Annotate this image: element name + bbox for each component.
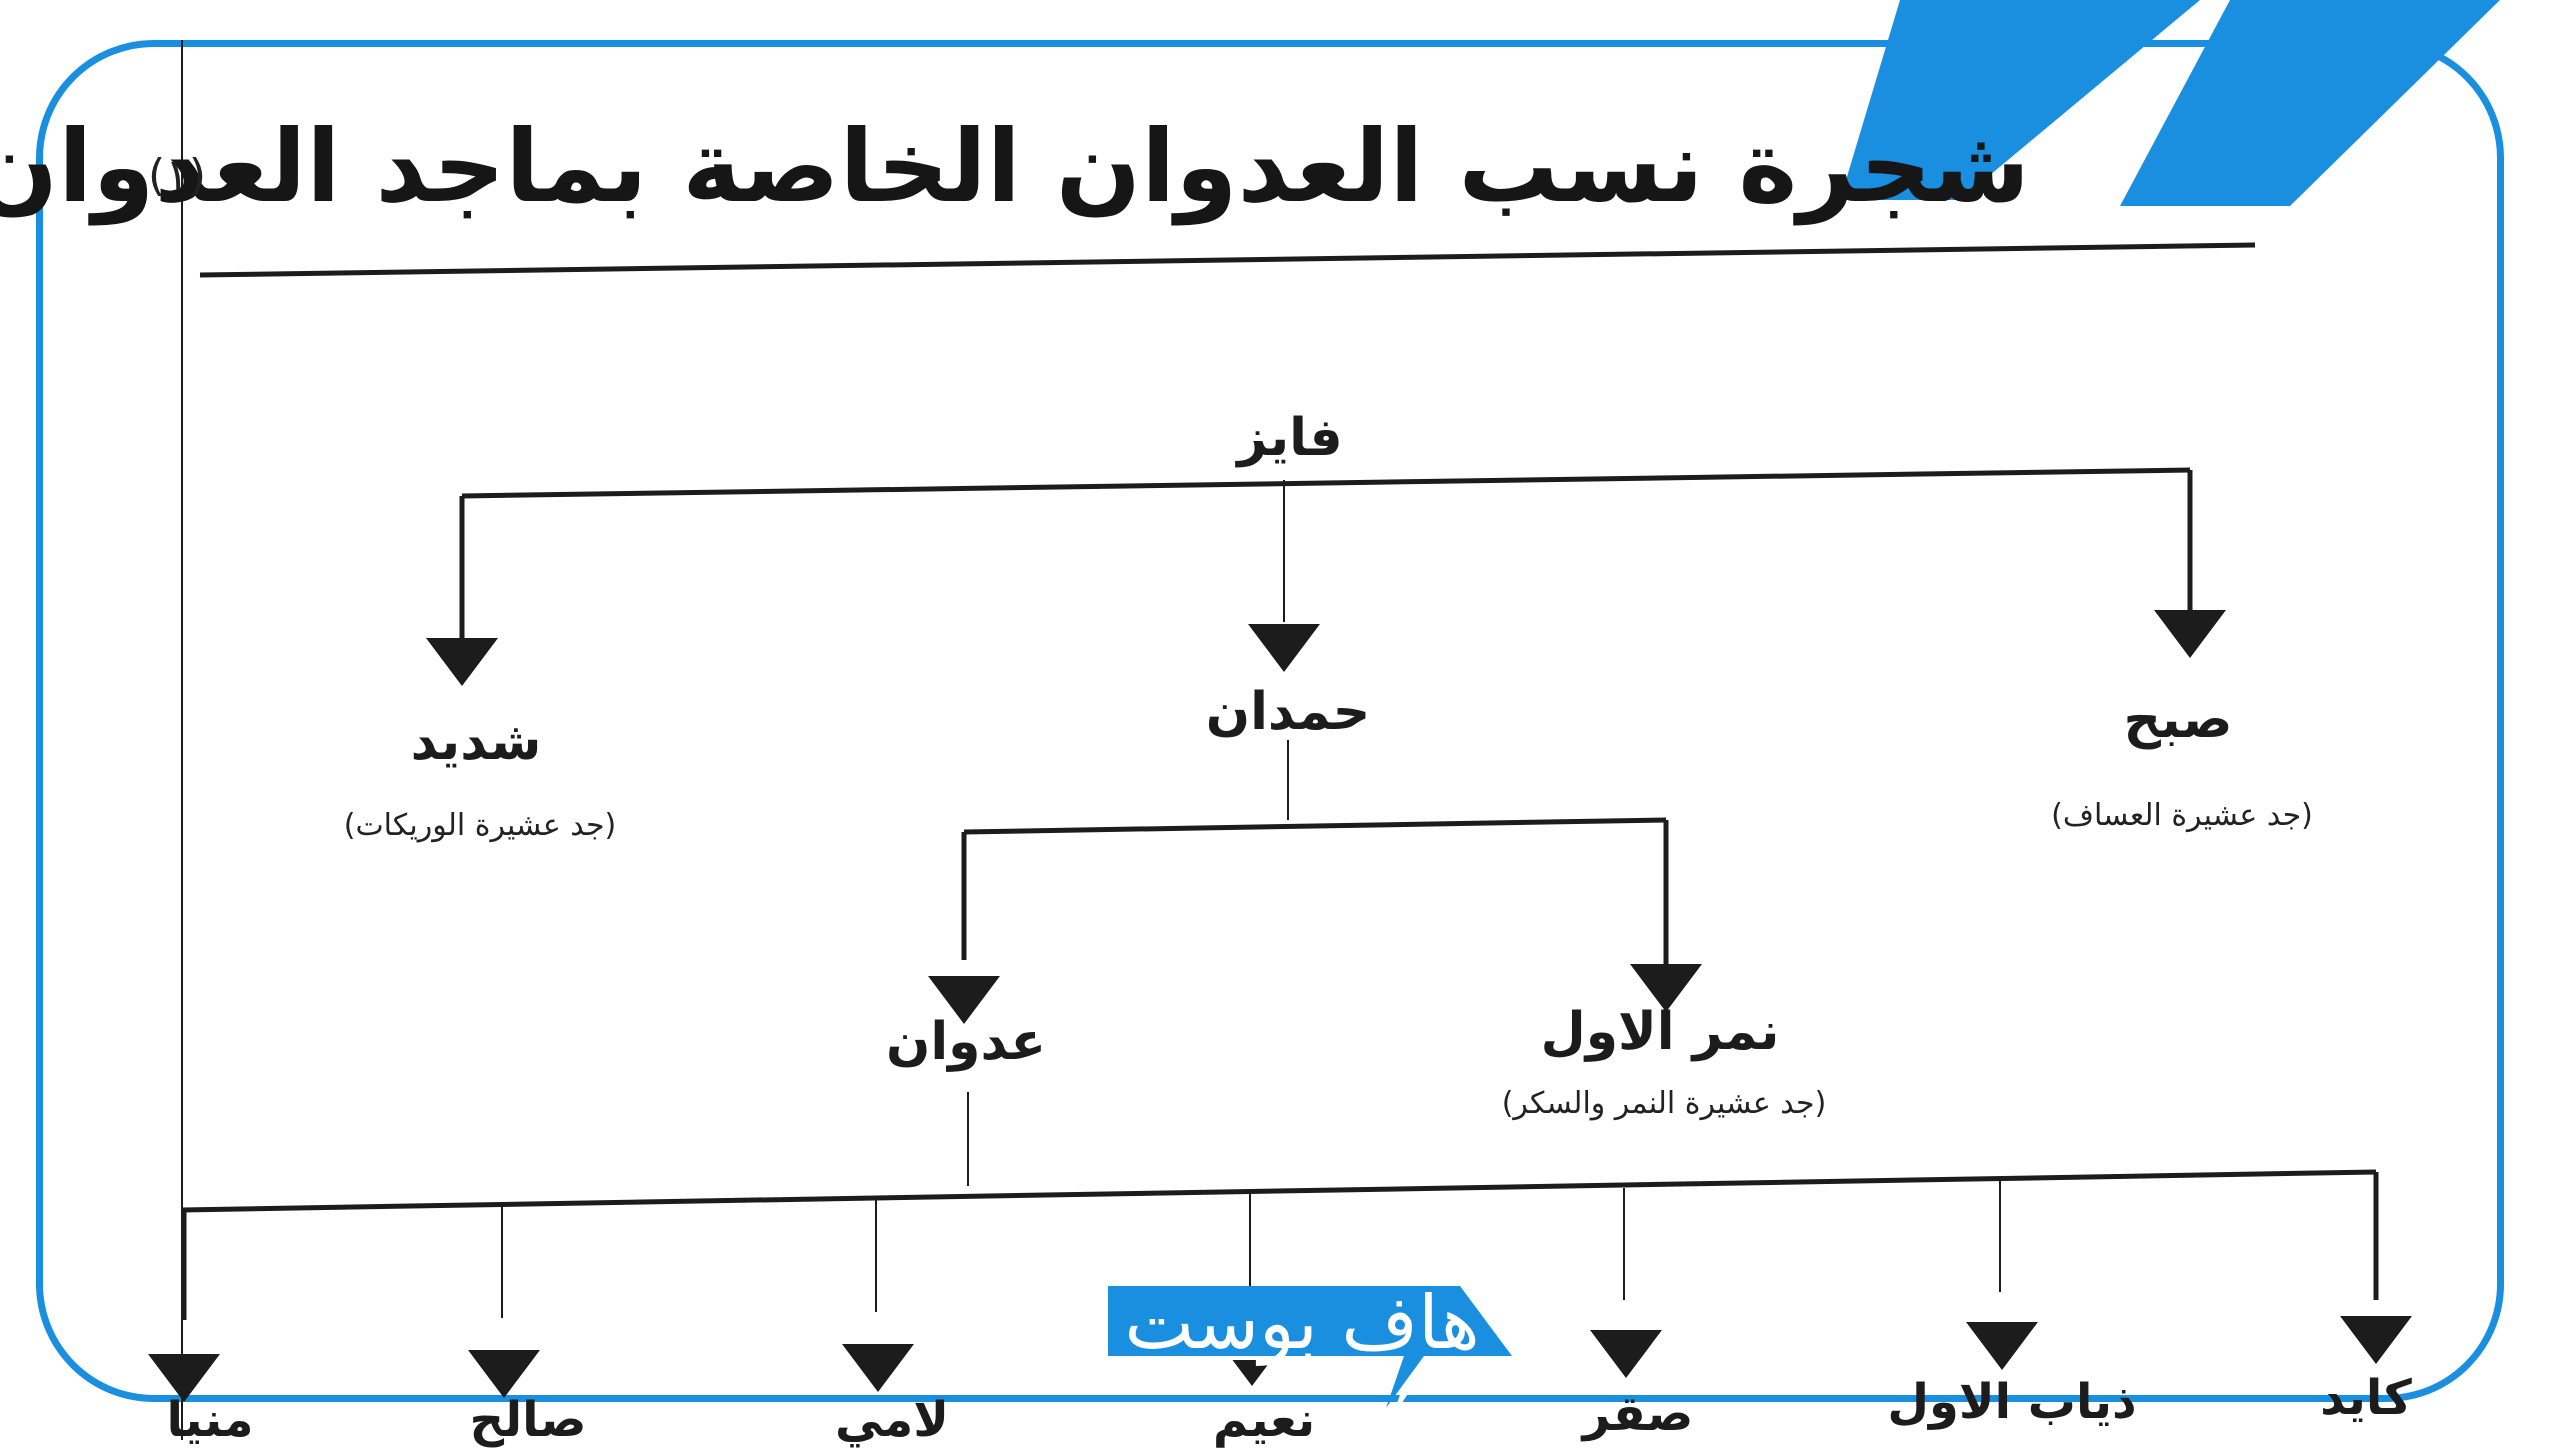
- arrow-level3-2: [468, 1350, 540, 1398]
- node-level3-5: صقر: [1582, 1386, 1694, 1442]
- arrow-level3-7: [2340, 1316, 2412, 1364]
- node-level3-4: نعيم: [1212, 1392, 1316, 1448]
- node-level3-2: صالح: [469, 1392, 587, 1448]
- arrow-level2-right: [1630, 964, 1702, 1012]
- node-level3-1: منيا: [166, 1392, 254, 1448]
- arrow-level1-right: [2154, 610, 2226, 658]
- site-logo-text: هاف بوست: [1124, 1280, 1480, 1366]
- node-level2-left: عدوان: [885, 1012, 1047, 1072]
- arrow-level3-6: [1966, 1322, 2038, 1370]
- arrow-level1-middle: [1248, 624, 1320, 672]
- node-level1-left-note: (جد عشيرة الوريكات): [343, 808, 617, 843]
- node-level1-middle: حمدان: [1205, 682, 1371, 742]
- corner-stripe-decoration: [2120, 0, 2500, 206]
- arrow-level3-3: [842, 1344, 914, 1392]
- arrow-level1-left: [426, 638, 498, 686]
- arrow-level3-5: [1590, 1330, 1662, 1378]
- blue-rounded-frame: [36, 40, 2504, 1402]
- node-level3-7: كايد: [2320, 1370, 2412, 1426]
- node-level1-left: شديد: [410, 712, 542, 772]
- node-level1-right: صبح: [2123, 690, 2233, 750]
- connector-level2-bar: [963, 817, 1667, 835]
- diagram-title: شجرة نسب العدوان الخاصة بماجد العدوان: [0, 108, 2030, 225]
- node-level1-right-note: (جد عشيرة العساف): [2051, 798, 2313, 833]
- title-underline: [199, 242, 2256, 278]
- arrow-level2-left: [928, 976, 1000, 1024]
- node-level3-6: ذياب الاول: [1887, 1374, 2137, 1430]
- site-logo-badge: [1100, 1286, 1520, 1418]
- node-level3-3: لامي: [834, 1392, 950, 1448]
- title-footnote-marker: (١): [148, 150, 206, 201]
- node-root: فايز: [1237, 408, 1343, 468]
- connector-level3-bar: [181, 1169, 2377, 1213]
- node-level2-right: نمر الاول: [1540, 1002, 1780, 1062]
- corner-stripe-decoration: [1840, 0, 2200, 200]
- arrow-level3-1: [148, 1354, 220, 1402]
- connector-root-bar: [461, 467, 2191, 499]
- node-level2-right-note: (جد عشيرة النمر والسكر): [1501, 1086, 1827, 1121]
